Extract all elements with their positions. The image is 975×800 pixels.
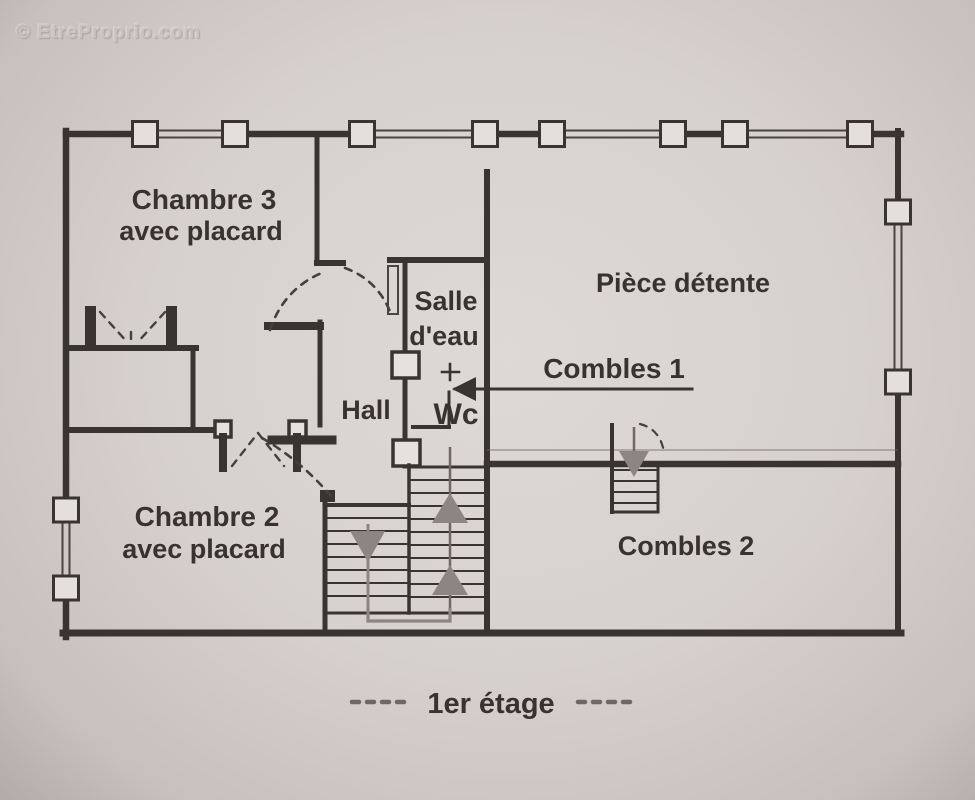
- stair-down-arrow-icon: [619, 451, 649, 477]
- plus-icon: [440, 362, 461, 382]
- combles2-stair: [610, 422, 666, 514]
- door-hinge-block: [320, 490, 335, 502]
- room-label-chambre3-sub: avec placard: [119, 216, 283, 246]
- chambre2-placard-and-door: [213, 419, 337, 498]
- left-wall-window: [52, 496, 80, 602]
- wall-posts: [390, 350, 422, 468]
- window-post-icon: [131, 120, 874, 148]
- room-label-salle-deau-sub: d'eau: [409, 321, 478, 351]
- room-label-wc: Wc: [434, 398, 479, 431]
- room-label-salle-deau: Salle: [414, 286, 477, 316]
- room-label-chambre2-sub: avec placard: [122, 534, 286, 564]
- room-label-piece-detente: Pièce détente: [596, 268, 770, 298]
- right-wall-window: [884, 198, 912, 396]
- main-staircase: [323, 447, 489, 623]
- floor-title: 1er étage: [427, 688, 554, 720]
- left-arrow-icon: [452, 377, 476, 401]
- stair-down-arrow-icon: [350, 531, 385, 562]
- top-wall-windows: [131, 120, 874, 148]
- stair-handrail: [366, 608, 452, 623]
- combles1-pointer: [440, 362, 694, 401]
- stair-up-arrow-icon: [432, 565, 468, 595]
- exterior-walls: [59, 127, 905, 641]
- caption: 1er étage: [349, 688, 639, 720]
- room-label-combles1: Combles 1: [543, 353, 685, 384]
- door-leaf-icon: [387, 265, 399, 315]
- hatch-door-arc: [638, 422, 666, 454]
- watermark: © EtreProprio.com: [16, 22, 202, 43]
- stair-up-arrow-icon: [432, 493, 468, 523]
- chambre3-placard-doors: [85, 306, 177, 350]
- room-label-chambre2: Chambre 2: [135, 501, 280, 532]
- room-label-hall: Hall: [341, 395, 391, 425]
- salle-deau-door: [343, 265, 399, 316]
- room-label-combles2: Combles 2: [618, 531, 755, 561]
- chambre3-door-arc: [268, 270, 326, 332]
- room-label-chambre3: Chambre 3: [132, 184, 277, 215]
